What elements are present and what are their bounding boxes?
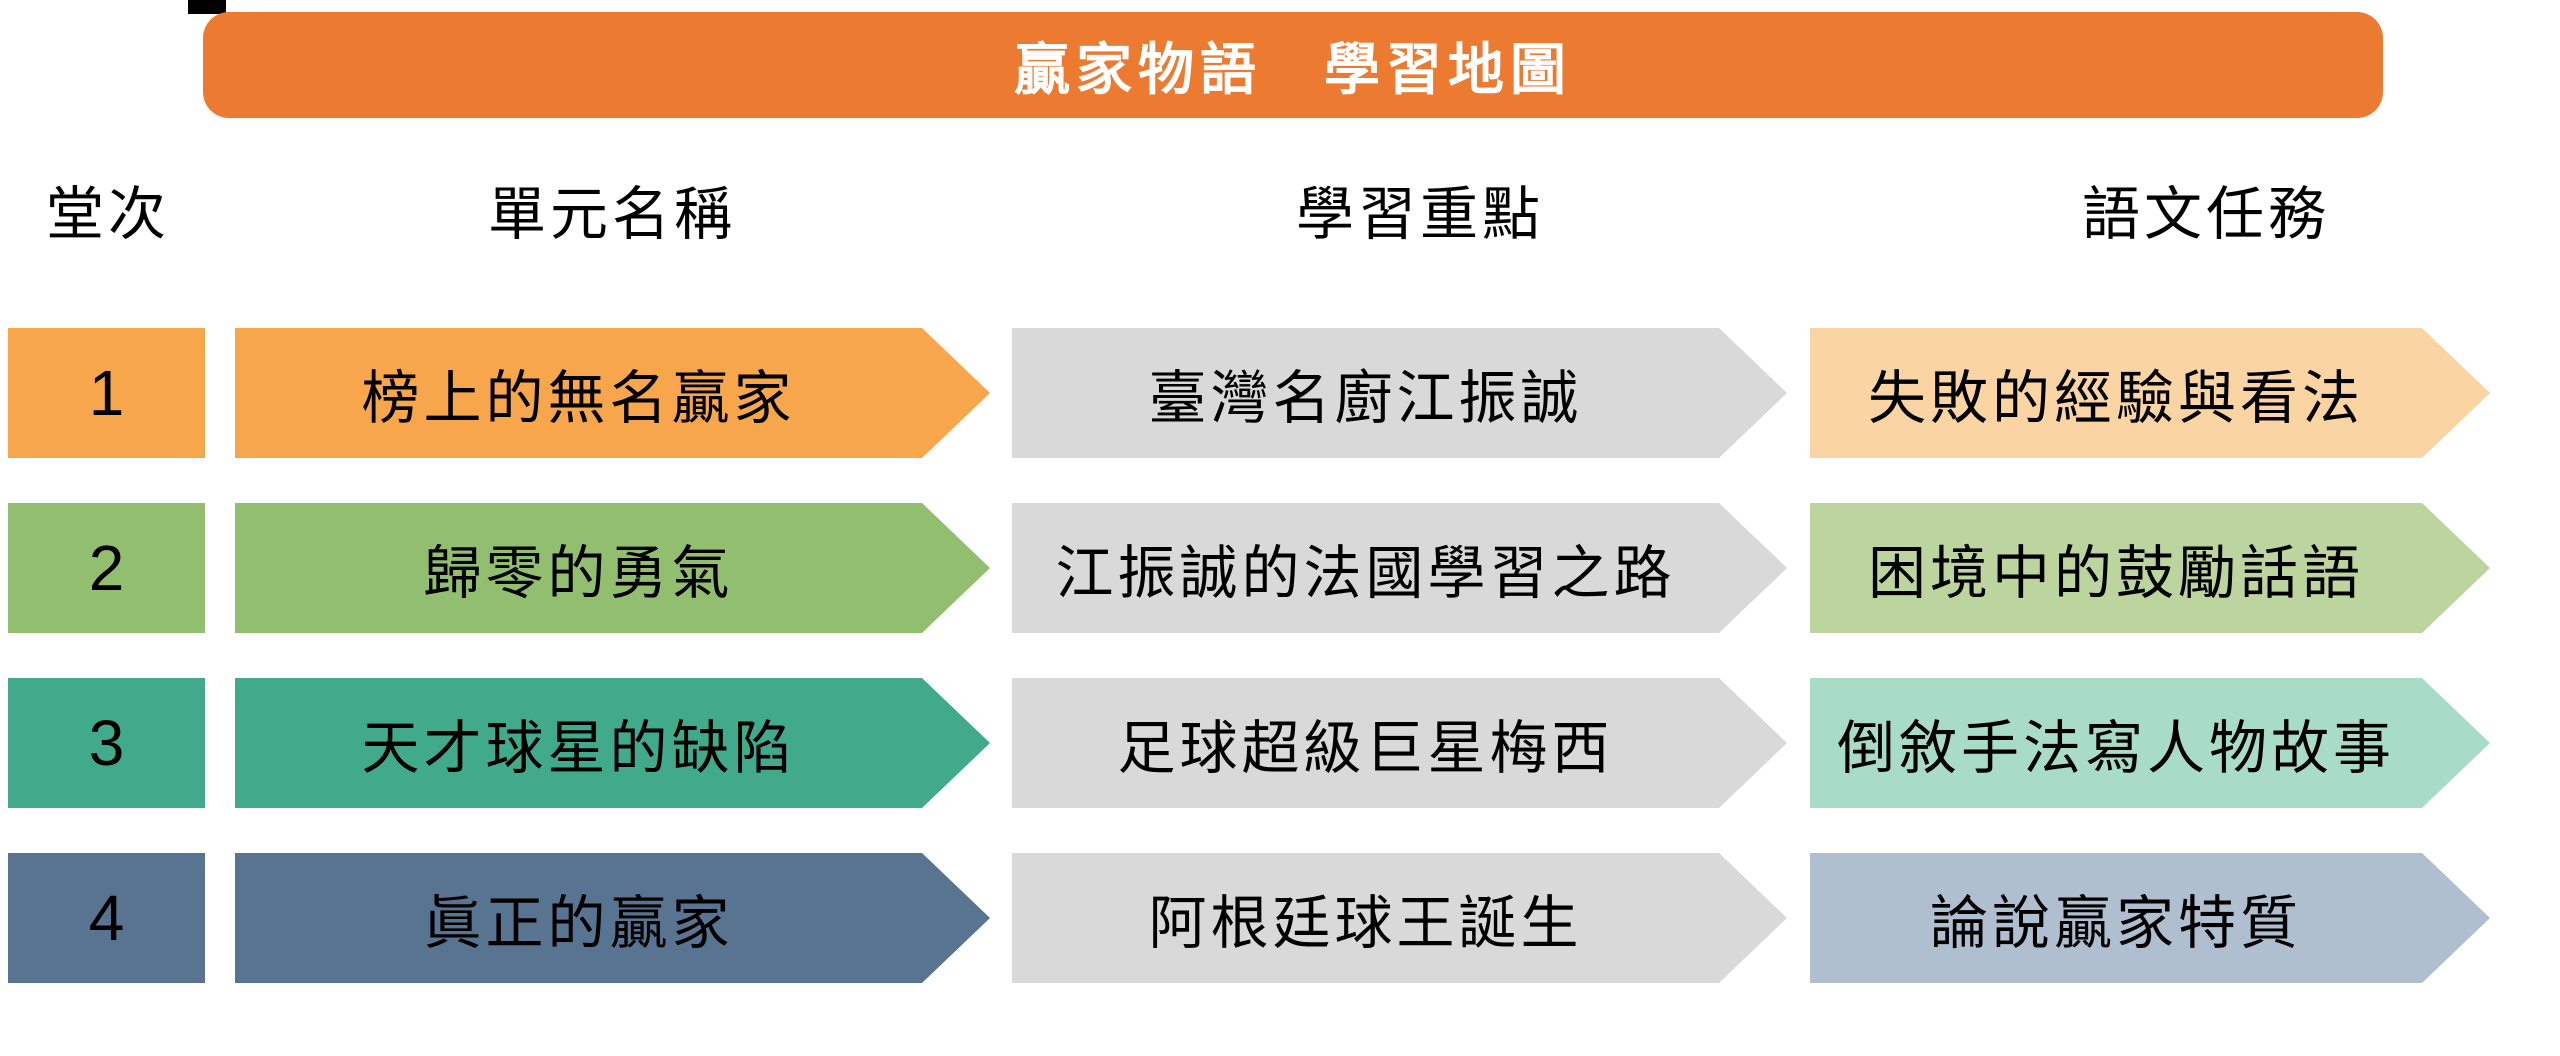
unit-arrow: 歸零的勇氣 — [235, 503, 990, 633]
task-arrow: 困境中的鼓勵話語 — [1810, 503, 2490, 633]
focus-arrow: 臺灣名廚江振誠 — [1012, 328, 1787, 458]
unit-arrow: 眞正的贏家 — [235, 853, 990, 983]
table-row: 2 歸零的勇氣 江振誠的法國學習之路 困境中的鼓勵話語 — [0, 503, 2560, 633]
session-number: 1 — [8, 328, 205, 458]
column-header-session: 堂次 — [45, 182, 170, 247]
column-header-unit: 單元名稱 — [487, 182, 736, 247]
session-number: 3 — [8, 678, 205, 808]
unit-arrow: 榜上的無名贏家 — [235, 328, 990, 458]
title-banner: 贏家物語 學習地圖 — [203, 12, 2383, 118]
session-number: 4 — [8, 853, 205, 983]
table-row: 1 榜上的無名贏家 臺灣名廚江振誠 失敗的經驗與看法 — [0, 328, 2560, 458]
column-header-task: 語文任務 — [2081, 182, 2330, 247]
page-title: 贏家物語 學習地圖 — [1014, 37, 1572, 101]
session-number: 2 — [8, 503, 205, 633]
unit-arrow: 天才球星的缺陷 — [235, 678, 990, 808]
rows: 1 榜上的無名贏家 臺灣名廚江振誠 失敗的經驗與看法 2 歸零的勇氣 江振誠的法… — [0, 328, 2560, 983]
column-header-focus: 學習重點 — [1295, 182, 1544, 247]
task-arrow: 倒敘手法寫人物故事 — [1810, 678, 2490, 808]
focus-arrow: 足球超級巨星梅西 — [1012, 678, 1787, 808]
focus-arrow: 阿根廷球王誕生 — [1012, 853, 1787, 983]
task-arrow: 論說贏家特質 — [1810, 853, 2490, 983]
table-row: 4 眞正的贏家 阿根廷球王誕生 論說贏家特質 — [0, 853, 2560, 983]
focus-arrow: 江振誠的法國學習之路 — [1012, 503, 1787, 633]
table-row: 3 天才球星的缺陷 足球超級巨星梅西 倒敘手法寫人物故事 — [0, 678, 2560, 808]
task-arrow: 失敗的經驗與看法 — [1810, 328, 2490, 458]
top-edge-artifact — [188, 0, 226, 14]
